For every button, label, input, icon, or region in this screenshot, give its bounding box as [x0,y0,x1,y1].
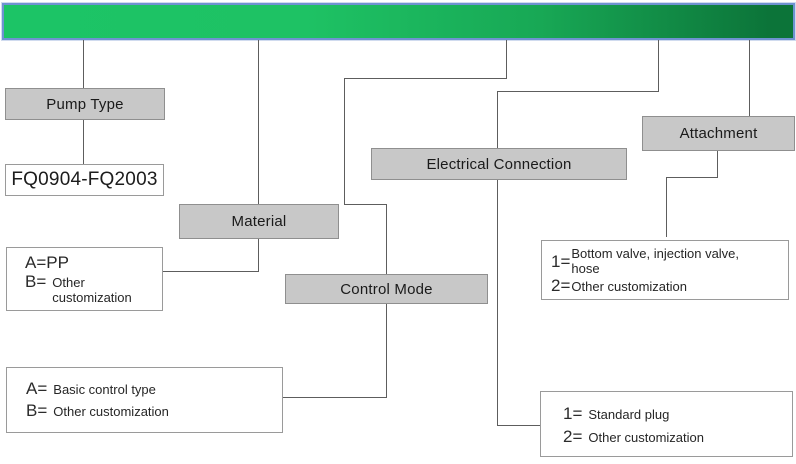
control-mode-options-box: A= Basic control type B= Other customiza… [6,367,283,433]
attachment-option-2: 2= Other customization [551,276,788,295]
connector-line [283,397,387,398]
connector-line [497,91,498,148]
option-code: B= [26,401,48,421]
option-code: B= [25,272,47,292]
connector-line [497,425,540,426]
connector-line [163,271,259,272]
model-code-bar [2,3,795,40]
connector-line [386,302,387,398]
connector-line [497,91,659,92]
category-label-pump-type: Pump Type [5,88,165,120]
connector-line [717,149,718,178]
electrical-option-1: 1= Standard plug [563,404,792,423]
pump-type-value-text: FQ0904-FQ2003 [11,169,158,190]
pump-type-value-box: FQ0904-FQ2003 [5,164,164,196]
connector-line [386,204,387,274]
connector-line [506,40,507,79]
material-option-a: A= PP [25,253,162,272]
electrical-connection-options-box: 1= Standard plug 2= Other customization [540,391,793,457]
option-desc: Standard plug [588,407,670,422]
control-mode-label-text: Control Mode [340,280,433,298]
option-code: 1= [563,404,583,423]
option-code: 2= [563,427,583,447]
connector-line [666,177,718,178]
electrical-option-2: 2= Other customization [563,427,792,446]
option-desc: PP [46,253,69,272]
option-desc: Other customization [588,430,704,446]
control-mode-option-b: B= Other customization [26,401,282,420]
category-label-control-mode: Control Mode [285,274,488,304]
connector-line [258,238,259,272]
connector-line [344,78,507,79]
attachment-option-1: 1= Bottom valve, injection valve, hose [551,246,788,276]
option-desc: Other customization [52,275,132,305]
category-label-electrical-connection: Electrical Connection [371,148,627,180]
material-label-text: Material [231,213,287,230]
connector-line [749,40,750,116]
category-label-attachment: Attachment [642,116,795,151]
connector-line [83,118,84,164]
attachment-label-text: Attachment [679,125,758,142]
category-label-material: Material [179,204,339,239]
connector-line [344,78,345,205]
option-desc: Other customization [571,279,687,295]
connector-line [83,40,84,88]
connector-line [497,178,498,426]
connector-line [666,177,667,237]
electrical-connection-label-text: Electrical Connection [426,155,572,173]
option-code: A= [25,253,47,272]
material-option-b: B= Other customization [25,272,162,305]
option-desc: Bottom valve, injection valve, hose [571,246,740,276]
connector-line [658,40,659,92]
option-code: 2= [551,276,571,296]
option-desc: Basic control type [53,382,156,397]
option-code: A= [26,379,48,398]
connector-line [258,40,259,204]
material-options-box: A= PP B= Other customization [6,247,163,311]
control-mode-option-a: A= Basic control type [26,379,282,398]
connector-line [344,204,387,205]
pump-type-label-text: Pump Type [46,95,124,113]
option-desc: Other customization [53,404,169,420]
attachment-options-box: 1= Bottom valve, injection valve, hose 2… [541,240,789,300]
option-code: 1= [551,252,571,272]
